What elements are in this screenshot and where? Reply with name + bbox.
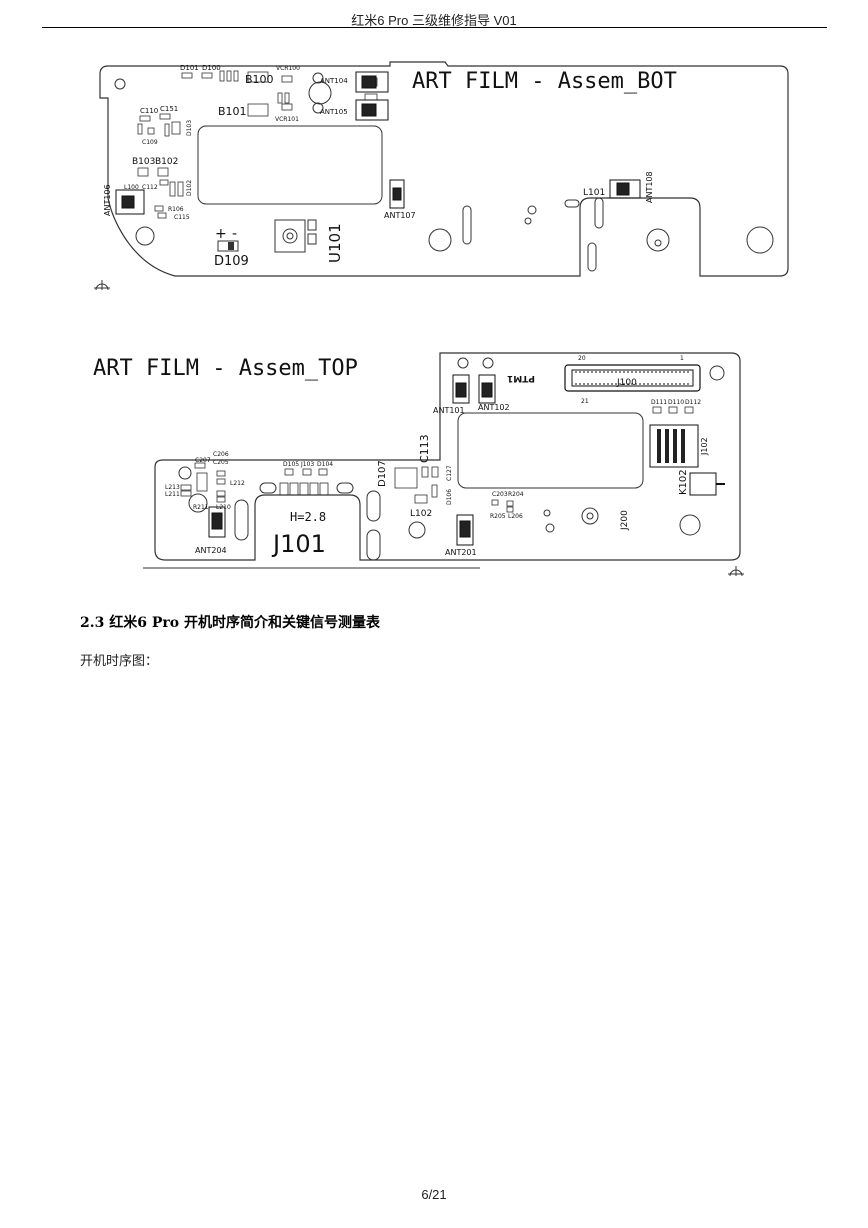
label-c127: C127	[446, 465, 453, 481]
label-ant107: ANT107	[384, 211, 416, 220]
label-b100: B100	[245, 73, 274, 86]
label-h28: H=2.8	[290, 510, 326, 524]
label-r106: R106	[168, 206, 184, 213]
label-c113: C113	[418, 434, 431, 463]
label-ant108: ANT108	[645, 171, 654, 203]
label-ant106: ANT106	[103, 184, 112, 216]
label-l102: L102	[410, 509, 432, 519]
label-c115: C115	[174, 214, 190, 221]
label-c110: C110	[140, 107, 158, 115]
label-l211: L211	[165, 491, 180, 498]
bot-figure-title: ART FILM - Assem_BOT	[412, 69, 677, 94]
label-ant102: ANT102	[478, 403, 510, 412]
label-j200: J200	[620, 510, 630, 531]
header-rule	[42, 27, 827, 28]
label-c205: C205	[213, 459, 229, 466]
label-d107: D107	[377, 460, 388, 487]
label-d105: D105	[283, 461, 299, 468]
label-d103: D103	[186, 120, 193, 136]
label-u101: U101	[326, 223, 344, 263]
label-c109: C109	[142, 139, 158, 146]
label-d112: D112	[685, 399, 701, 406]
label-pin1: 1	[680, 355, 684, 362]
label-l101: L101	[583, 188, 605, 198]
label-ant105: ANT105	[320, 108, 348, 116]
label-d104: D104	[317, 461, 333, 468]
label-d106: D106	[446, 489, 453, 505]
pcb-top-figure: ART FILM - Assem_TOP 20 1 21 J100 PTM1 A…	[93, 352, 744, 577]
label-ant201: ANT201	[445, 548, 477, 557]
label-vcr100: VCR100	[276, 65, 300, 72]
label-c206: C206	[213, 451, 229, 458]
label-ptm1: PTM1	[507, 373, 535, 383]
label-k102: K102	[678, 469, 689, 495]
section-title: 2.3 红米6 Pro 开机时序简介和关键信号测量表	[80, 615, 380, 631]
label-r204: R204	[508, 491, 524, 498]
label-j100: J100	[616, 378, 637, 388]
label-r205: R205	[490, 513, 506, 520]
label-j102: J102	[700, 437, 709, 456]
label-d100: D100	[202, 64, 221, 72]
label-d110: D110	[668, 399, 684, 406]
label-c207: C207	[195, 457, 211, 464]
label-c151: C151	[160, 105, 178, 113]
label-pin20: 20	[578, 355, 586, 362]
label-d102: D102	[186, 180, 193, 196]
label-ant101: ANT101	[433, 406, 465, 415]
label-d101: D101	[180, 64, 199, 72]
label-d111: D111	[651, 399, 667, 406]
label-l206: L206	[508, 513, 523, 520]
label-b103: B103	[132, 157, 155, 167]
label-b101: B101	[218, 105, 247, 118]
label-l210: L210	[216, 504, 231, 511]
label-b102: B102	[155, 157, 178, 167]
label-plus: +	[215, 226, 227, 242]
label-d109: D109	[214, 254, 249, 269]
label-c112: C112	[142, 184, 158, 191]
top-figure-title: ART FILM - Assem_TOP	[93, 356, 358, 381]
section-paragraph: 开机时序图：	[80, 653, 159, 668]
label-minus: -	[232, 226, 237, 242]
page-header: 红米6 Pro 三级维修指导 V01	[351, 13, 517, 28]
label-vcr101: VCR101	[275, 116, 299, 123]
pcb-bot-figure: ART FILM - Assem_BOT D101 D100 VCR100 VC…	[94, 61, 789, 291]
label-l100: L100	[124, 184, 139, 191]
label-r211: R211	[193, 504, 209, 511]
page-number: 6/21	[421, 1187, 447, 1202]
label-c203: C203	[492, 491, 508, 498]
label-j101: J101	[271, 530, 326, 558]
label-ant104: ANT104	[320, 77, 348, 85]
label-l212: L212	[230, 480, 245, 487]
label-j103: J103	[300, 461, 314, 468]
label-ant204: ANT204	[195, 546, 227, 555]
label-pin21: 21	[581, 398, 589, 405]
label-l213: L213	[165, 484, 180, 491]
